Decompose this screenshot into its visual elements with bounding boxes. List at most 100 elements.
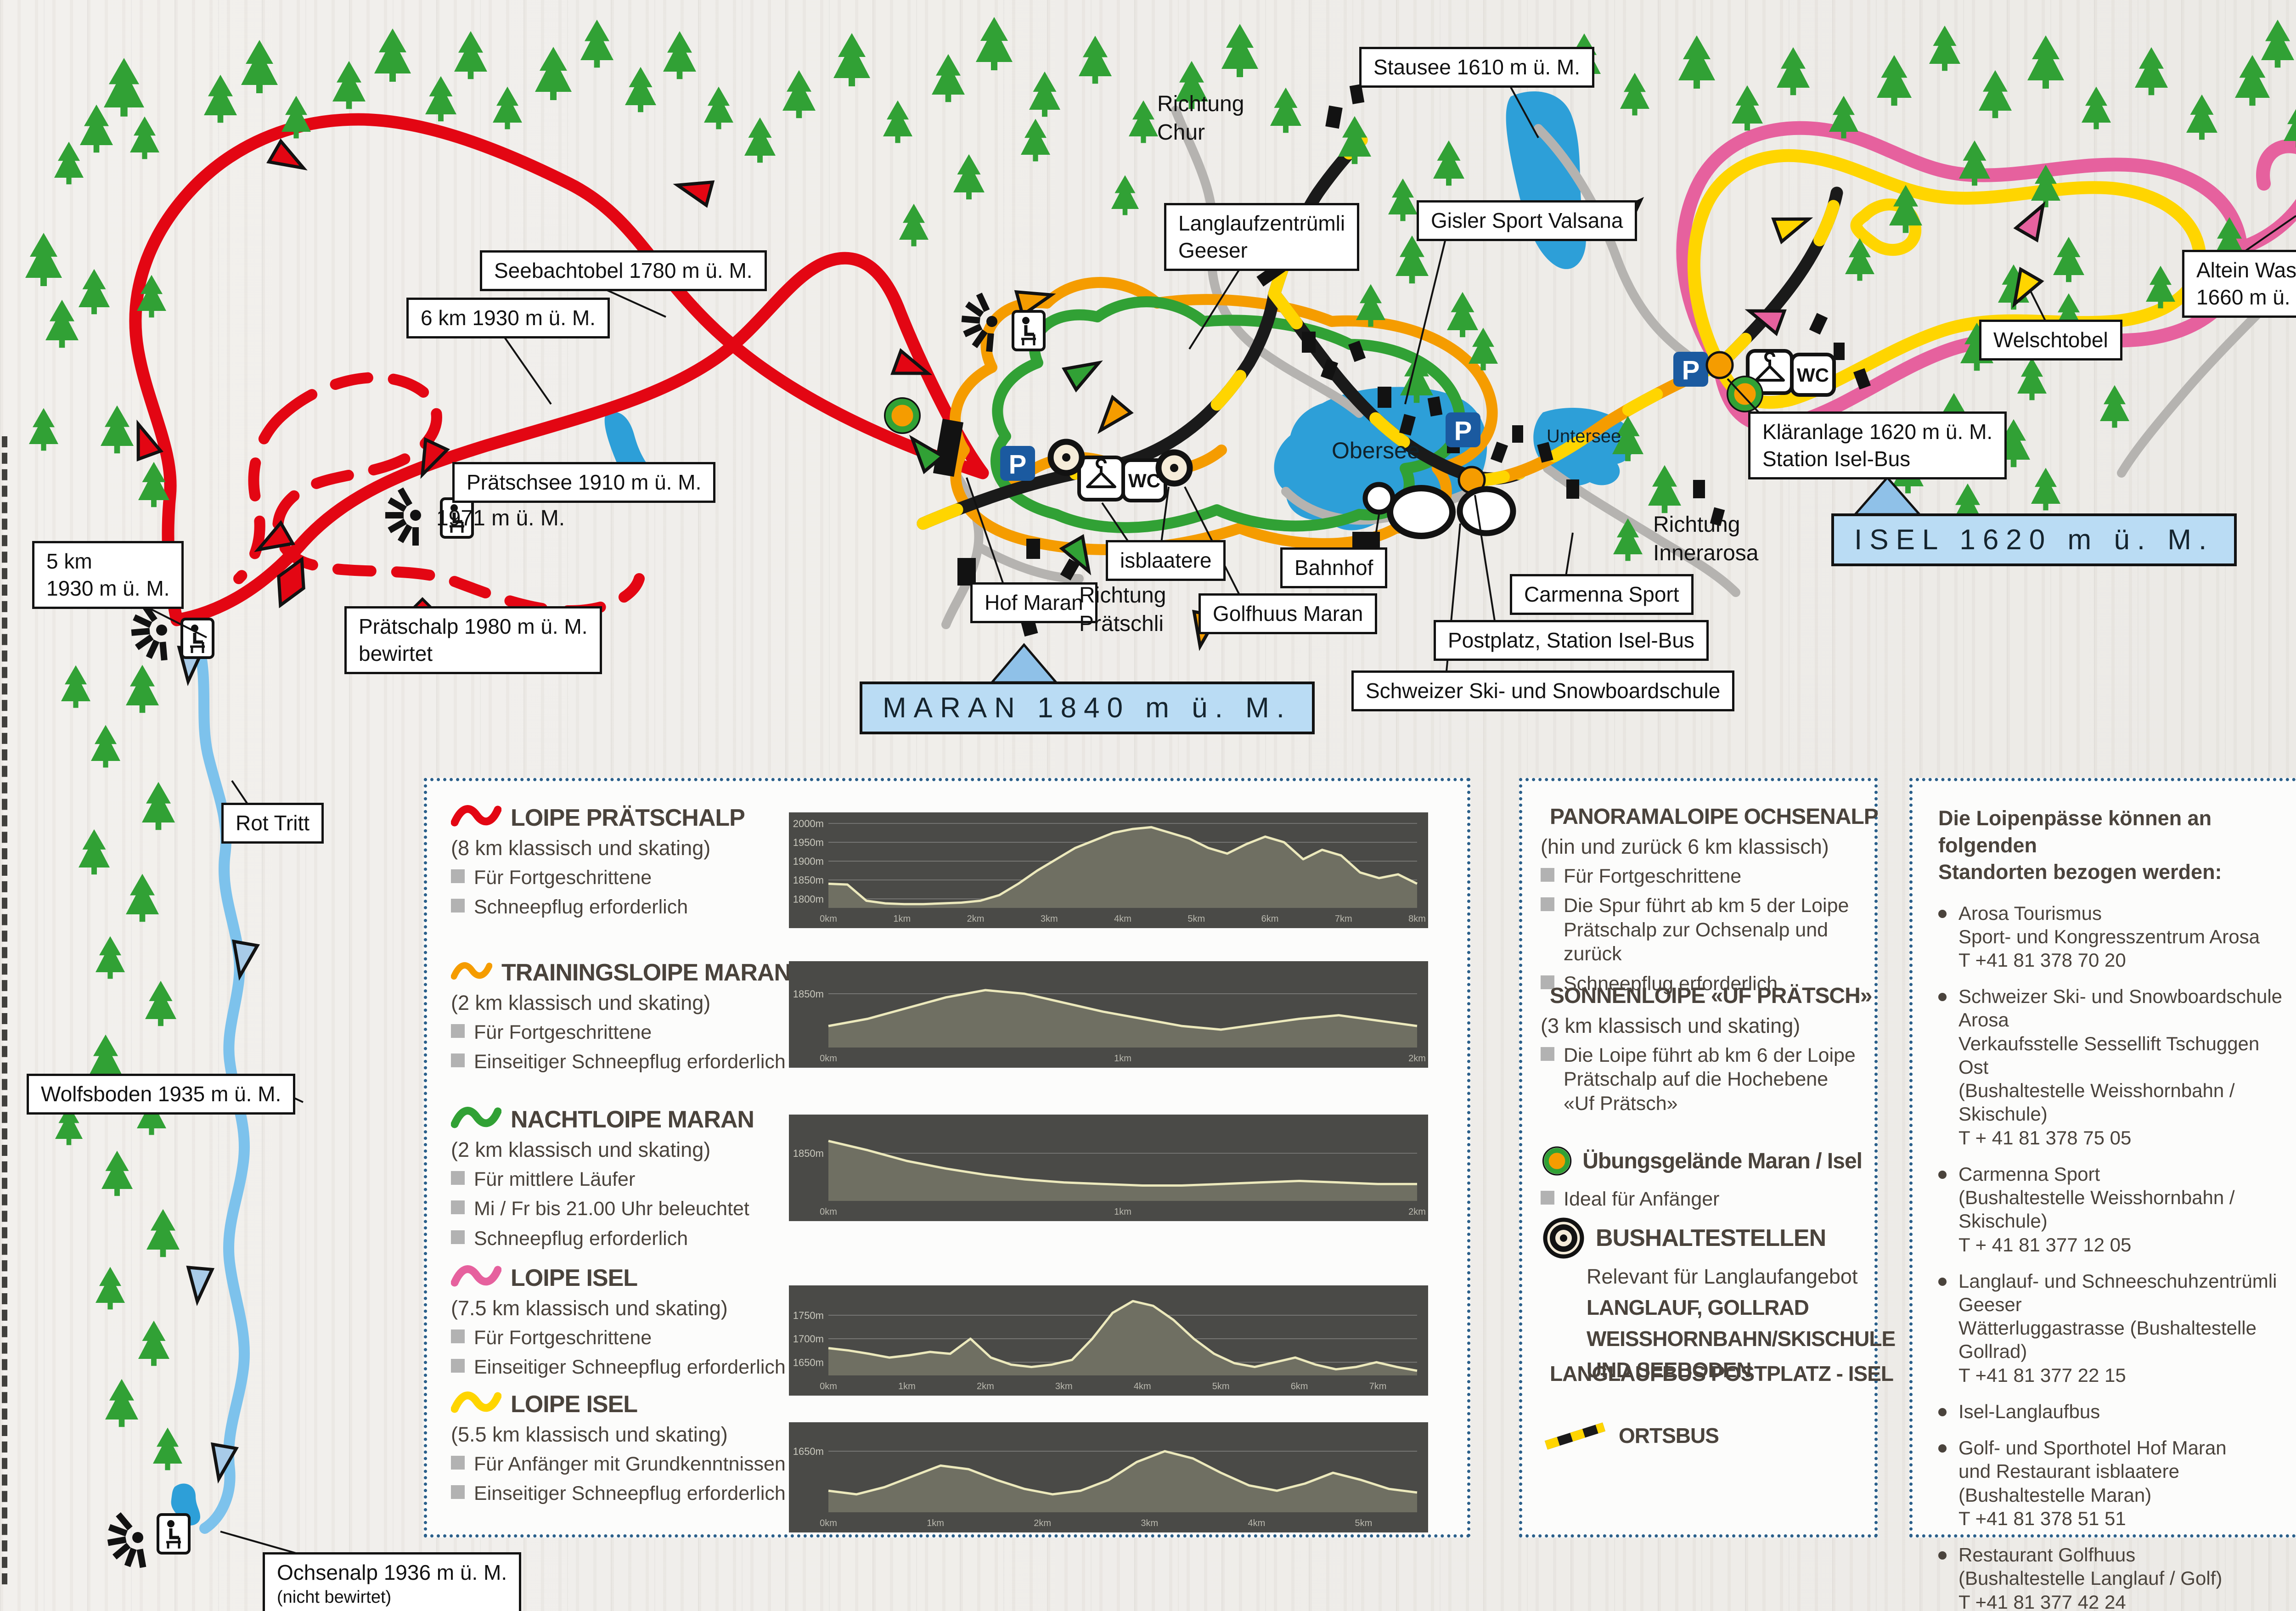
bus-line-icon [1544, 1422, 1606, 1450]
tree-icon [1021, 118, 1050, 162]
trail-pink-altein-hook [2234, 139, 2296, 255]
passes-heading-line2: Standorten bezogen werden: [1938, 860, 2222, 884]
building-icon [1853, 368, 1871, 390]
leader-line [2029, 289, 2047, 322]
tree-icon [45, 299, 79, 348]
tree-icon [89, 1034, 122, 1083]
special-trail-entry: PANORAMALOIPE OCHSENALP(hin und zurück 6… [1541, 802, 1879, 996]
profile-x-tick: 1km [893, 914, 911, 924]
pass-outlet-line: T +41 81 377 22 15 [1958, 1364, 2126, 1386]
bullet-square-icon [451, 1200, 465, 1215]
bus-line-label: LANGLAUFBUS POSTPLATZ - ISEL [1550, 1362, 1894, 1386]
pass-outlet-line: (Bushaltestelle Weisshornbahn / Skischul… [1958, 1187, 2235, 1232]
map-label-golfhuus: Golfhuus Maran [1199, 593, 1378, 634]
trail-attribute: Ideal für Anfänger [1541, 1187, 1862, 1211]
profile-x-tick: 4km [1114, 914, 1131, 924]
bullet-square-icon [1541, 897, 1554, 912]
profile-x-tick: 5km [1187, 914, 1205, 924]
leader-line [1727, 378, 1760, 413]
trail-legend-entry: TRAININGSLOIPE MARAN(2 km klassisch und … [451, 958, 791, 1074]
map-label-isblaatere-line: isblaatere [1120, 548, 1212, 572]
tree-icon [105, 1379, 138, 1427]
tree-icon [1079, 35, 1112, 84]
building-icon [1349, 84, 1365, 104]
building-icon [1427, 396, 1443, 417]
special-trail-entry: SONNENLOIPE «UF PRÄTSCH»(3 km klassisch … [1541, 981, 1872, 1115]
building-icon [1566, 479, 1579, 499]
bus-stops-bold-line: UND SEEBODEN [1587, 1358, 1752, 1382]
trail-subtitle: (8 km klassisch und skating) [451, 836, 711, 860]
tree-icon [1620, 73, 1649, 116]
bullet-dot-icon [1938, 1551, 1947, 1560]
tree-icon [79, 269, 110, 315]
pass-outlet-line: (Bushaltestelle Langlauf / Golf) [1958, 1567, 2223, 1589]
bullet-square-icon [451, 1053, 465, 1068]
tree-icon [1111, 175, 1139, 215]
profile-x-tick: 1km [1114, 1053, 1131, 1064]
trail-attribute-line: Einseitiger Schneepflug erforderlich [474, 1482, 786, 1505]
practice-area-icon [1727, 376, 1763, 412]
tree-icon [1929, 25, 1960, 71]
building-icon [1834, 343, 1845, 360]
tree-icon [25, 233, 62, 286]
trail-attribute-line: Für Fortgeschrittene [474, 1327, 652, 1349]
profile-y-tick: 2000m [793, 818, 824, 829]
pass-outlet-line: Golf- und Sporthotel Hof Maran [1958, 1437, 2227, 1459]
tree-icon [976, 17, 1013, 70]
trail-attribute: Schneepflug erforderlich [1541, 972, 1862, 996]
station-label-isel: ISEL 1620 m ü. M. [1831, 513, 2237, 566]
tree-icon [54, 141, 84, 185]
profile-x-tick: 1km [1114, 1207, 1131, 1217]
map-label-bahnhof-line: Bahnhof [1294, 556, 1373, 580]
bullet-square-icon [1541, 868, 1554, 882]
map-label-postplatz-line: Postplatz, Station Isel-Bus [1448, 628, 1694, 652]
tree-icon [932, 54, 965, 102]
map-label-postplatz: Postplatz, Station Isel-Bus [1434, 620, 1709, 661]
trail-name: PANORAMALOIPE OCHSENALP [1550, 804, 1879, 829]
lake-name-untersee: Untersee [1547, 426, 1621, 446]
tree-icon [1829, 96, 1858, 139]
tree-icon [1469, 327, 1498, 371]
profile-x-tick: 3km [1041, 914, 1058, 924]
building-icon [1537, 442, 1553, 463]
profile-y-tick: 1900m [793, 856, 824, 867]
trail-wave-icon [451, 1107, 501, 1128]
map-label-richtung-innerarosa-line: Richtung [1653, 513, 1740, 537]
map-label-praetschsee-line: Prätschsee 1910 m ü. M. [467, 470, 702, 494]
profile-y-tick: 1650m [793, 1357, 824, 1368]
pass-outlet-line: Sport- und Kongresszentrum Arosa [1958, 925, 2260, 947]
trail-attribute: Für Fortgeschrittene [451, 1020, 791, 1044]
bullet-square-icon [1541, 975, 1554, 989]
trail-arrow-icon [909, 434, 945, 474]
tree-icon [146, 1209, 180, 1257]
profile-y-tick: 1850m [793, 988, 824, 1000]
leader-line [1510, 87, 1539, 138]
bullet-square-icon [1541, 1047, 1554, 1061]
profile-x-tick: 4km [1134, 1381, 1151, 1391]
trail-wave-icon [451, 1391, 501, 1413]
map-label-richtung-chur-line: Richtung [1157, 92, 1244, 116]
trail-subtitle: (2 km klassisch und skating) [451, 1138, 711, 1161]
trail-arrow-icon [1771, 217, 1813, 244]
trail-legend-entry: LOIPE PRÄTSCHALP(8 km klassisch und skat… [451, 803, 791, 919]
profile-x-tick: 3km [1141, 1518, 1158, 1528]
trail-name: LOIPE ISEL [511, 1265, 638, 1291]
profile-y-tick: 1700m [793, 1333, 824, 1345]
tree-icon [138, 1320, 169, 1366]
bullet-square-icon [451, 1171, 465, 1185]
bullet-dot-icon [1938, 1170, 1947, 1179]
map-label-carmenna-line: Carmenna Sport [1524, 582, 1679, 606]
profile-x-tick: 7km [1369, 1381, 1387, 1391]
trail-attribute: Einseitiger Schneepflug erforderlich [451, 1481, 791, 1505]
trail-yellow-isel [1687, 149, 2206, 409]
tree-icon [2031, 164, 2060, 208]
leader-line [146, 606, 207, 638]
building-icon [1512, 425, 1523, 443]
bus-stop-icon [1155, 449, 1193, 487]
bus-line-entry: ORTSBUS [1541, 1419, 1862, 1452]
